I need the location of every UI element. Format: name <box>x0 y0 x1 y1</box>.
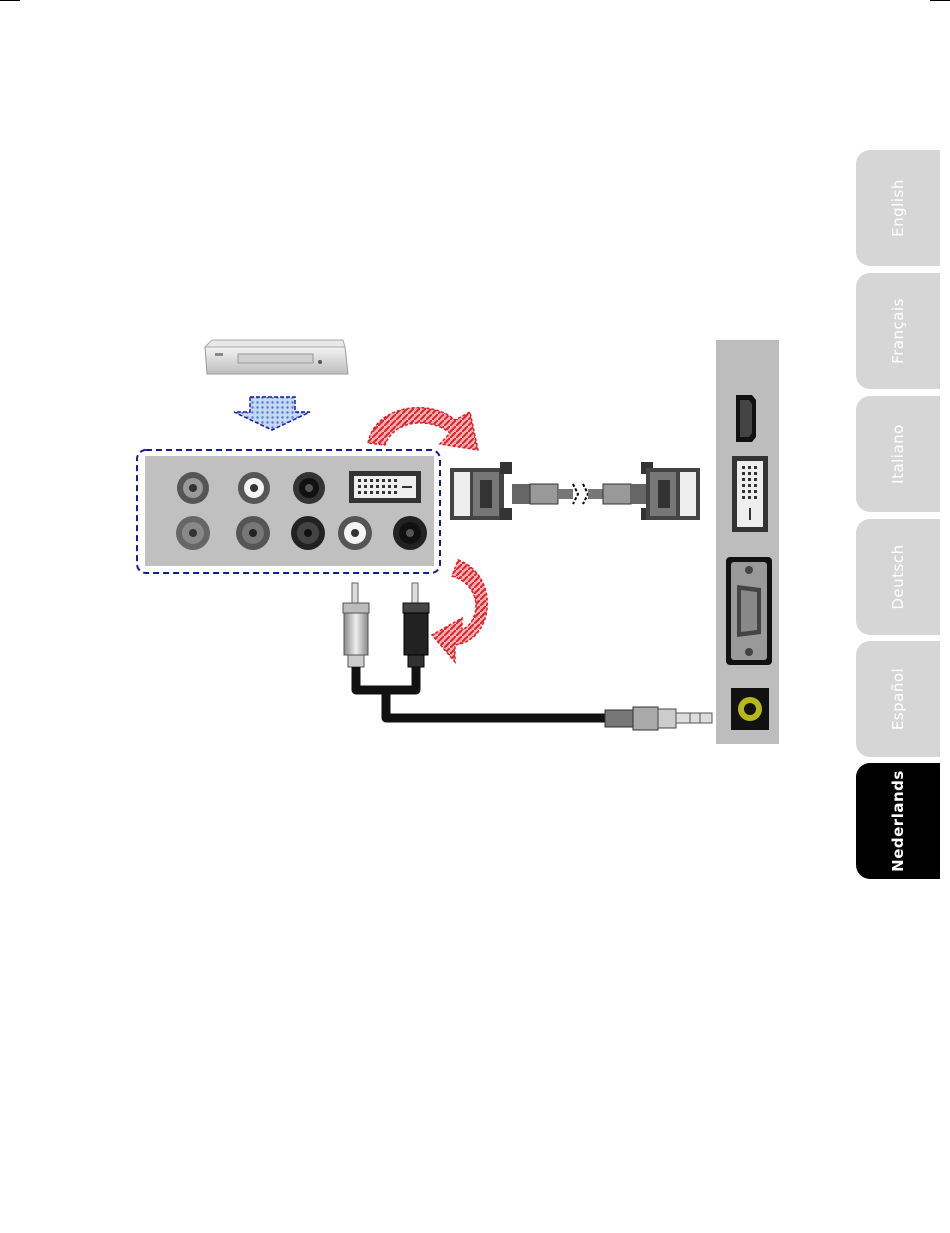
red-arrow-dvi <box>368 408 478 450</box>
audio-in-port <box>731 688 769 730</box>
dvd-player <box>205 340 348 374</box>
dvi-cable <box>450 462 700 520</box>
red-arrow-audio <box>432 560 487 662</box>
hdmi-port <box>736 395 756 442</box>
audio-cable <box>343 583 712 730</box>
dvd-dvi-port <box>349 471 421 503</box>
blue-down-arrow <box>234 397 310 430</box>
monitor-dvi-port <box>732 456 768 532</box>
monitor-side-panel <box>716 340 779 744</box>
vga-port <box>726 557 772 665</box>
rca-jacks-top-row <box>177 472 325 504</box>
